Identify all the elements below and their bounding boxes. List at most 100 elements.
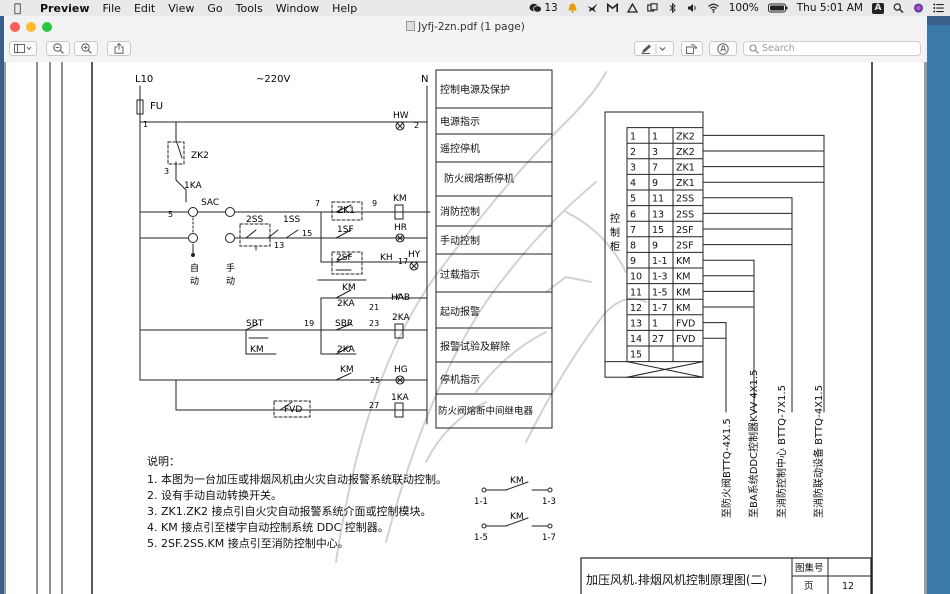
window-title-group: Jyfj-2zn.pdf (1 page) — [4, 21, 927, 33]
window-title: Jyfj-2zn.pdf (1 page) — [418, 21, 525, 33]
menu-window[interactable]: Window — [275, 1, 320, 15]
label-auto: 自动 — [190, 262, 199, 287]
markup-pen-button[interactable] — [634, 41, 674, 56]
label-1ss: 1SS — [283, 215, 300, 225]
terminal-cell: 2SS — [676, 194, 694, 205]
node-13: 13 — [274, 241, 284, 250]
terminal-cell: 4 — [630, 178, 636, 189]
legend-terminal-1-1: 1-1 — [474, 497, 488, 507]
bluetooth-icon[interactable] — [667, 3, 678, 13]
close-button[interactable] — [10, 22, 20, 32]
sound-status-icon[interactable] — [687, 3, 698, 13]
menubar-clock[interactable]: Thu 5:01 AM — [796, 2, 863, 14]
rotate-button[interactable] — [681, 41, 703, 56]
fvd-branch — [175, 379, 428, 418]
label-hg: HG — [394, 365, 408, 375]
siri-icon[interactable] — [913, 3, 924, 13]
screenshot-status-icon[interactable] — [646, 3, 658, 13]
node-2: 2 — [414, 121, 419, 130]
label-km-sbt: KM — [250, 345, 264, 355]
terminal-cell: 1-5 — [652, 287, 668, 298]
zk1-contact — [320, 201, 428, 221]
label-kh: KH — [380, 253, 393, 263]
label-l10: L10 — [135, 74, 153, 85]
node-5: 5 — [168, 210, 173, 219]
main-rails — [136, 85, 428, 425]
terminal-cell: FVD — [676, 319, 695, 330]
gmail-status-icon[interactable] — [606, 3, 618, 13]
func-label-0: 控制电源及保护 — [440, 83, 510, 96]
terminal-cell: 11 — [630, 287, 642, 298]
label-fvd: FVD — [284, 405, 302, 415]
node-9: 9 — [372, 199, 377, 208]
notification-bell-icon[interactable] — [567, 3, 578, 13]
zoom-in-button[interactable] — [74, 41, 98, 56]
menu-help[interactable]: Help — [332, 1, 358, 15]
menu-tools[interactable]: Tools — [235, 1, 263, 15]
terminal-cell: 11 — [652, 194, 664, 205]
terminal-label-char-1: 制 — [610, 226, 620, 239]
document-view[interactable]: L10 ~220V N FU 1 HW 2 — [4, 62, 927, 594]
node-25: 25 — [370, 376, 380, 385]
droplet-status-icon[interactable] — [626, 3, 638, 13]
menu-go[interactable]: Go — [207, 1, 223, 15]
terminal-cell: 3 — [652, 147, 658, 158]
menu-file[interactable]: File — [102, 1, 121, 15]
cable-label-0: 至防火阀BTTQ-4X1.5 — [720, 418, 733, 518]
terminal-cell: 5 — [630, 194, 636, 205]
node-3: 3 — [164, 167, 169, 176]
annotate-button[interactable] — [709, 41, 737, 56]
terminal-cell: 1 — [652, 319, 658, 330]
node-7: 7 — [315, 199, 320, 208]
zoom-out-icon — [52, 43, 64, 54]
menu-edit[interactable]: Edit — [133, 1, 156, 15]
label-2ss: 2SS — [246, 215, 263, 225]
spotlight-search-icon[interactable] — [893, 3, 904, 13]
note-1: 1. 本图为一台加压或排烟风机由火灾自动报警系统联动控制。 — [147, 472, 447, 486]
label-n: N — [421, 74, 428, 85]
wechat-status-icon[interactable]: 13 — [529, 2, 558, 14]
zoom-out-button[interactable] — [46, 41, 70, 56]
terminal-cell: 2 — [630, 147, 636, 158]
terminal-cell: 3 — [630, 163, 636, 174]
input-source-icon[interactable]: A — [872, 2, 884, 14]
notification-center-icon[interactable] — [933, 3, 944, 13]
terminal-cell: ZK1 — [676, 178, 695, 189]
terminal-cell: 1-7 — [652, 303, 668, 314]
pdf-document-icon — [406, 21, 416, 31]
sf1-and-hr — [320, 211, 428, 263]
terminal-cell: ZK2 — [676, 131, 695, 142]
terminal-cell: 9 — [652, 178, 658, 189]
menu-app-name[interactable]: Preview — [40, 1, 90, 15]
legend-terminal-1-3: 1-3 — [542, 497, 556, 507]
stop-indicator-branch — [139, 372, 428, 385]
zoom-button[interactable] — [42, 22, 52, 32]
battery-icon[interactable] — [767, 3, 788, 13]
zk2-contact — [167, 121, 187, 203]
func-label-7: 起动报警 — [440, 305, 480, 318]
apple-menu-icon[interactable]:  — [14, 1, 28, 15]
terminal-cell: 10 — [630, 272, 642, 283]
search-field[interactable]: Search — [743, 41, 921, 56]
label-2ka-b: 2KA — [337, 345, 355, 355]
schematic-drawing: L10 ~220V N FU 1 HW 2 — [36, 62, 873, 594]
share-button[interactable] — [107, 41, 131, 56]
node-21: 21 — [369, 303, 379, 312]
cable-labels: 至防火阀BTTQ-4X1.5 至BA系统DDC控制器KVV-4X1.5 至消防控… — [720, 370, 825, 518]
titleblock-page-label: 页 — [804, 581, 814, 592]
terminal-cell: 12 — [630, 303, 642, 314]
legend-km-2: KM — [510, 512, 524, 522]
title-block — [580, 557, 872, 594]
zoom-in-icon — [80, 43, 92, 54]
legend-terminal-1-5: 1-5 — [474, 533, 488, 543]
bird-status-icon[interactable] — [587, 3, 598, 13]
sidebar-toggle-button[interactable] — [9, 41, 37, 56]
wifi-icon[interactable] — [707, 3, 720, 13]
minimize-button[interactable] — [26, 22, 36, 32]
label-fu: FU — [150, 101, 163, 112]
label-zk2: ZK2 — [191, 151, 209, 161]
menu-view[interactable]: View — [168, 1, 195, 15]
func-label-2: 遥控停机 — [440, 142, 480, 155]
terminal-cell: 7 — [652, 163, 658, 174]
